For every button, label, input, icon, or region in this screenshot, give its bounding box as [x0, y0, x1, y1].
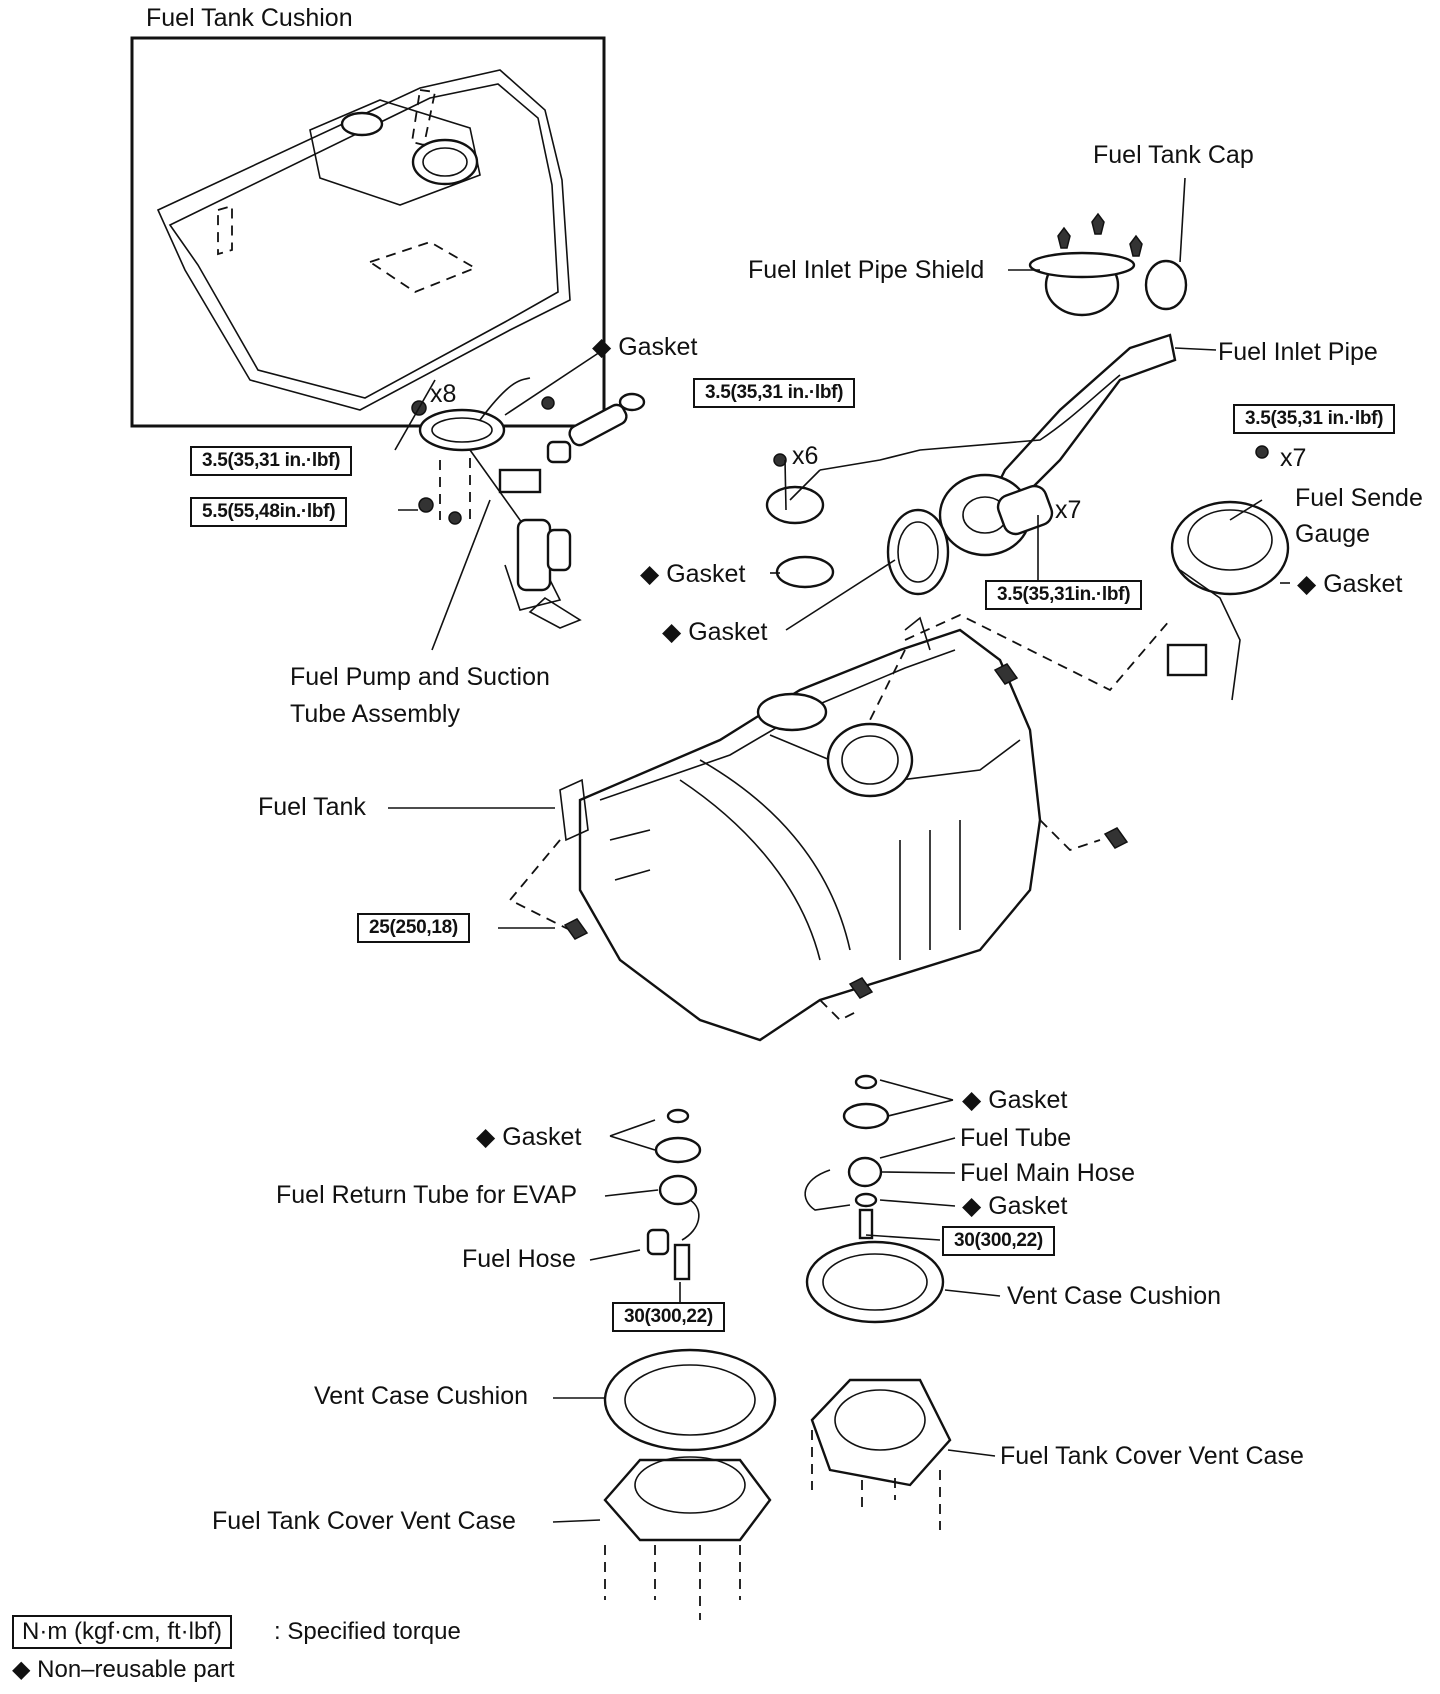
label-fuel-main-hose: Fuel Main Hose	[960, 1159, 1136, 1187]
label-fuel-tank-cushion: Fuel Tank Cushion	[146, 4, 353, 32]
fuel-pump-assembly	[411, 377, 646, 629]
label-fuel-tank-cover-vent-case-right: Fuel Tank Cover Vent Case	[1000, 1442, 1304, 1470]
torque-pump-cover: 3.5(35,31 in.·lbf)	[190, 446, 353, 476]
label-vent-case-cushion-right: Vent Case Cushion	[1007, 1282, 1222, 1310]
torque-inlet-flange: 3.5(35,31in.·lbf)	[985, 580, 1143, 610]
torque-pump-nut: 5.5(55,48in.·lbf)	[190, 497, 348, 527]
non-reusable-marker: ◆	[1297, 570, 1317, 598]
label-fuel-return-tube: Fuel Return Tube for EVAP	[276, 1181, 578, 1209]
non-reusable-marker: ◆	[12, 1656, 31, 1683]
label-fuel-tank: Fuel Tank	[258, 793, 366, 821]
label-gasket-inlet-2: ◆ Gasket	[662, 618, 768, 646]
qty-x8: x8	[430, 380, 457, 408]
non-reusable-marker: ◆	[640, 560, 660, 588]
label-gasket-inlet-1: ◆ Gasket	[640, 560, 746, 588]
label-vent-case-cushion-left: Vent Case Cushion	[314, 1382, 529, 1410]
non-reusable-marker: ◆	[476, 1123, 496, 1151]
left-vent-assembly	[603, 1108, 777, 1620]
qty-x7-inlet: x7	[1055, 496, 1082, 524]
label-fuel-sender-gauge-1: Fuel Sende	[1295, 484, 1423, 512]
label-fuel-sender-gauge-2: Gauge	[1295, 520, 1371, 548]
fuel-tank-cushion-inset	[130, 36, 606, 428]
label-gasket-sender: ◆ Gasket	[1297, 570, 1403, 598]
fuel-inlet-assembly	[765, 212, 1188, 596]
legend-torque-desc: : Specified torque	[274, 1618, 461, 1645]
non-reusable-marker: ◆	[592, 333, 612, 361]
legend-torque-unit-box: N·m (kgf·cm, ft·lbf)	[12, 1615, 232, 1649]
label-fuel-pump-1: Fuel Pump and Suction	[290, 663, 550, 691]
non-reusable-marker: ◆	[962, 1192, 982, 1220]
fuel-tank-body	[508, 614, 1171, 1042]
label-fuel-tank-cover-vent-case-left: Fuel Tank Cover Vent Case	[212, 1507, 516, 1535]
label-fuel-tank-cap: Fuel Tank Cap	[1093, 141, 1254, 169]
qty-x6: x6	[792, 442, 819, 470]
label-gasket-right-lower-2: ◆ Gasket	[962, 1192, 1068, 1220]
label-gasket-right-lower-1: ◆ Gasket	[962, 1086, 1068, 1114]
label-fuel-pump-2: Tube Assembly	[290, 700, 460, 728]
qty-x7-sender: x7	[1280, 444, 1307, 472]
label-fuel-inlet-pipe-shield: Fuel Inlet Pipe Shield	[748, 256, 985, 284]
label-gasket-pump: ◆ Gasket	[592, 333, 698, 361]
label-fuel-inlet-pipe: Fuel Inlet Pipe	[1218, 338, 1378, 366]
leader-lines	[388, 177, 1290, 1523]
label-fuel-hose: Fuel Hose	[462, 1245, 576, 1273]
torque-tank-bolt: 25(250,18)	[357, 913, 470, 943]
fuel-sender-gauge	[1166, 445, 1290, 701]
legend-non-reusable: ◆ Non–reusable part	[12, 1656, 235, 1683]
right-vent-assembly	[804, 1074, 952, 1530]
label-fuel-tube: Fuel Tube	[960, 1124, 1072, 1152]
non-reusable-marker: ◆	[662, 618, 682, 646]
label-gasket-left-lower: ◆ Gasket	[476, 1123, 582, 1151]
torque-inlet-small: 3.5(35,31 in.·lbf)	[693, 378, 856, 408]
non-reusable-marker: ◆	[962, 1086, 982, 1114]
torque-sender: 3.5(35,31 in.·lbf)	[1233, 404, 1396, 434]
torque-right-vent: 30(300,22)	[942, 1226, 1055, 1256]
torque-left-vent: 30(300,22)	[612, 1302, 725, 1332]
